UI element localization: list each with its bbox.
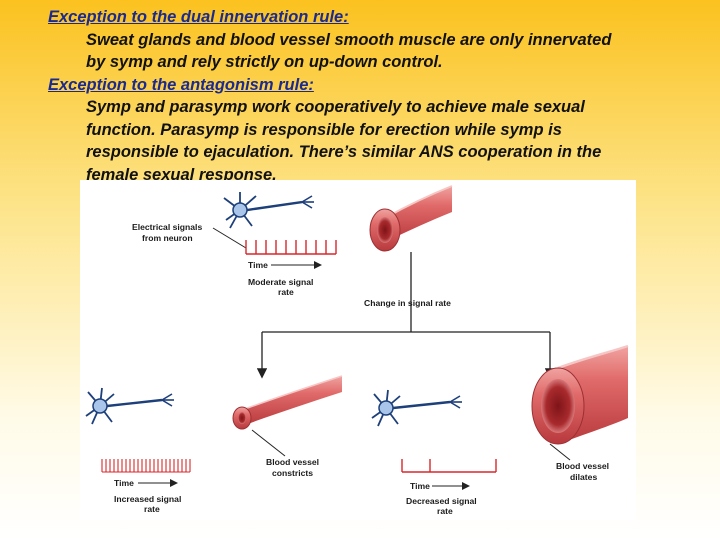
neuron-icon-right — [371, 389, 462, 427]
neuron-icon-top — [223, 192, 314, 229]
rule1-line1: Sweat glands and blood vessel smooth mus… — [86, 30, 612, 49]
constricts-label-1: Blood vessel — [266, 457, 319, 467]
vessel-diagram: Electrical signals from neuron Time Mode… — [80, 180, 636, 520]
time-label-right: Time — [410, 481, 430, 491]
constricts-label-2: constricts — [272, 468, 313, 478]
diagram-svg: Electrical signals from neuron Time Mode… — [85, 185, 629, 516]
slide-text: Exception to the dual innervation rule: … — [48, 6, 708, 186]
decreased-label-1: Decreased signal — [406, 496, 477, 506]
blood-vessel-constricted-icon — [232, 375, 343, 430]
signal-train-decreased — [401, 459, 497, 473]
leader-line — [212, 227, 247, 249]
dilates-label-2: dilates — [570, 472, 597, 482]
rule2-line2: function. Parasymp is responsible for er… — [86, 120, 562, 139]
dilates-leader — [549, 443, 571, 461]
increased-label-1: Increased signal — [114, 494, 181, 504]
signal-train-increased — [101, 459, 191, 473]
constricts-leader — [251, 429, 286, 457]
blood-vessel-icon-top — [369, 185, 453, 252]
rule1-heading: Exception to the dual innervation rule: — [48, 8, 349, 26]
increased-label-2: rate — [144, 504, 160, 514]
electrical-label-1: Electrical signals — [132, 222, 202, 232]
signal-train-moderate — [245, 240, 337, 255]
time-label-top: Time — [248, 260, 268, 270]
electrical-label-2: from neuron — [142, 233, 193, 243]
rule2-line1: Symp and parasymp work cooperatively to … — [86, 98, 585, 116]
change-label: Change in signal rate — [364, 298, 451, 308]
rule2-heading: Exception to the antagonism rule: — [48, 75, 314, 94]
rule1-line2: by symp and rely strictly on up-down con… — [86, 53, 443, 71]
rule2-line3: responsible to ejaculation. There’s simi… — [86, 143, 602, 161]
rule2-line4: female sexual response. — [86, 165, 277, 184]
moderate-label-2: rate — [278, 287, 294, 297]
dilates-label-1: Blood vessel — [556, 461, 609, 471]
decreased-label-2: rate — [437, 506, 453, 516]
time-label-left: Time — [114, 478, 134, 488]
neuron-icon-left — [85, 387, 174, 425]
blood-vessel-dilated-icon — [531, 344, 629, 445]
moderate-label-1: Moderate signal — [248, 277, 313, 287]
connector-arrows — [256, 252, 556, 379]
